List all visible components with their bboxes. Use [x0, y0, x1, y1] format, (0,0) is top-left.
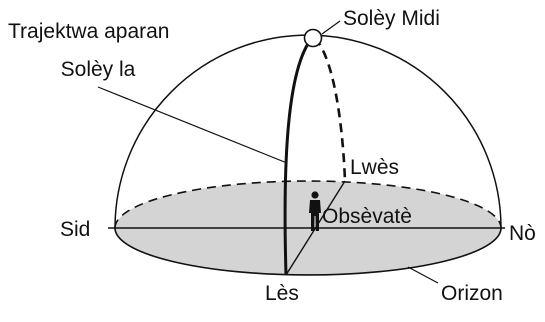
solar-noon-leader: [321, 20, 341, 35]
observer-label: Obsèvatè: [322, 205, 412, 228]
horizon-leader: [407, 266, 439, 284]
apparent-path-label-line2: Solèy la: [61, 58, 136, 81]
sun-apparent-path: [283, 37, 314, 276]
horizon-label: Orizon: [441, 282, 503, 305]
observer-figure-icon: [309, 191, 321, 231]
solar-noon-label: Solèy Midi: [343, 7, 440, 30]
horizon-plane-back-edge: [114, 180, 502, 229]
horizon-plane-front-edge: [114, 227, 502, 276]
north-label: Nò: [509, 222, 536, 245]
east-west-axis: [285, 180, 346, 276]
east-label: Lès: [265, 282, 299, 305]
south-label: Sid: [60, 218, 90, 241]
apparent-path-label-line1: Trajektwa aparan: [8, 20, 169, 43]
west-label: Lwès: [350, 156, 399, 179]
sun-path-hidden: [314, 37, 347, 182]
sun-at-noon-icon: [303, 28, 323, 48]
apparent-path-leader: [97, 86, 288, 164]
